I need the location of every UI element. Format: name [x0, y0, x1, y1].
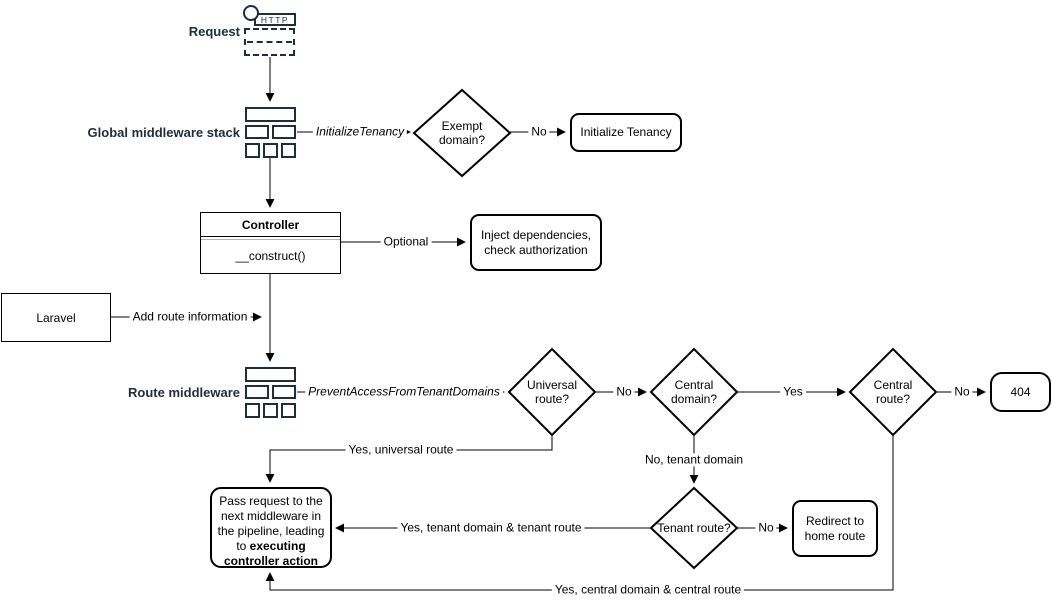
decision-exempt-domain: [412, 88, 512, 178]
route-middleware-stack-icon: [245, 367, 296, 418]
edge-label-optional: Optional: [380, 235, 432, 249]
controller-title: Controller: [201, 213, 340, 237]
request-body-glyph: [244, 28, 295, 56]
edge-label-prevent-access: PreventAccessFromTenantDomains: [305, 385, 503, 399]
decision-universal-route-label: Universal route?: [526, 377, 577, 406]
decision-universal-route: [507, 347, 597, 437]
edge-label-universal-no: No: [613, 385, 635, 399]
edge-label-add-route-information: Add route information: [129, 310, 251, 324]
request-label: Request: [188, 24, 240, 39]
global-middleware-stack-label: Global middleware stack: [87, 125, 240, 140]
decision-central-route: [848, 347, 938, 437]
node-404: 404: [990, 372, 1051, 412]
node-laravel: Laravel: [1, 293, 111, 342]
edge-label-tenant-no: No: [755, 521, 777, 535]
controller-divider: [201, 237, 340, 240]
decision-tenant-route-label: Tenant route?: [657, 520, 731, 535]
pass-request-bold-text: executing controller action: [223, 539, 318, 568]
global-middleware-stack-icon: [245, 107, 296, 158]
node-inject-dependencies: Inject dependencies, check authorization: [470, 214, 602, 271]
edge-label-exempt-no: No: [528, 125, 550, 139]
node-pass-request: Pass request to the next middleware in t…: [210, 487, 332, 568]
edge-label-tenant-yes: Yes, tenant domain & tenant route: [397, 521, 585, 535]
decision-tenant-route: [649, 486, 739, 570]
route-middleware-label: Route middleware: [128, 385, 240, 400]
request-body-divider: [247, 41, 292, 43]
controller-member: __construct(): [235, 249, 306, 263]
edge-label-central-route-no: No: [951, 385, 973, 399]
decision-central-domain: [649, 347, 739, 437]
pass-request-text: Pass request to the next middleware in t…: [217, 494, 325, 553]
edge-label-central-domain-yes: Yes: [780, 385, 806, 399]
edge-label-central-domain-no: No, tenant domain: [641, 453, 747, 467]
http-request-icon: HTTP: [243, 5, 299, 56]
edge-label-initialize-tenancy: InitializeTenancy: [312, 125, 408, 139]
http-badge: HTTP: [254, 13, 296, 26]
decision-exempt-domain-label: Exempt domain?: [438, 118, 486, 147]
request-circle-glyph: [243, 5, 259, 21]
node-controller: Controller __construct(): [200, 212, 341, 274]
node-redirect-home: Redirect to home route: [792, 500, 878, 557]
node-initialize-tenancy: Initialize Tenancy: [570, 113, 682, 152]
edge-label-central-route-yes: Yes, central domain & central route: [551, 583, 745, 597]
http-badge-label: HTTP: [260, 14, 290, 25]
decision-central-route-label: Central route?: [873, 377, 913, 406]
edge-label-universal-yes: Yes, universal route: [345, 443, 457, 457]
decision-central-domain-label: Central domain?: [670, 377, 718, 406]
